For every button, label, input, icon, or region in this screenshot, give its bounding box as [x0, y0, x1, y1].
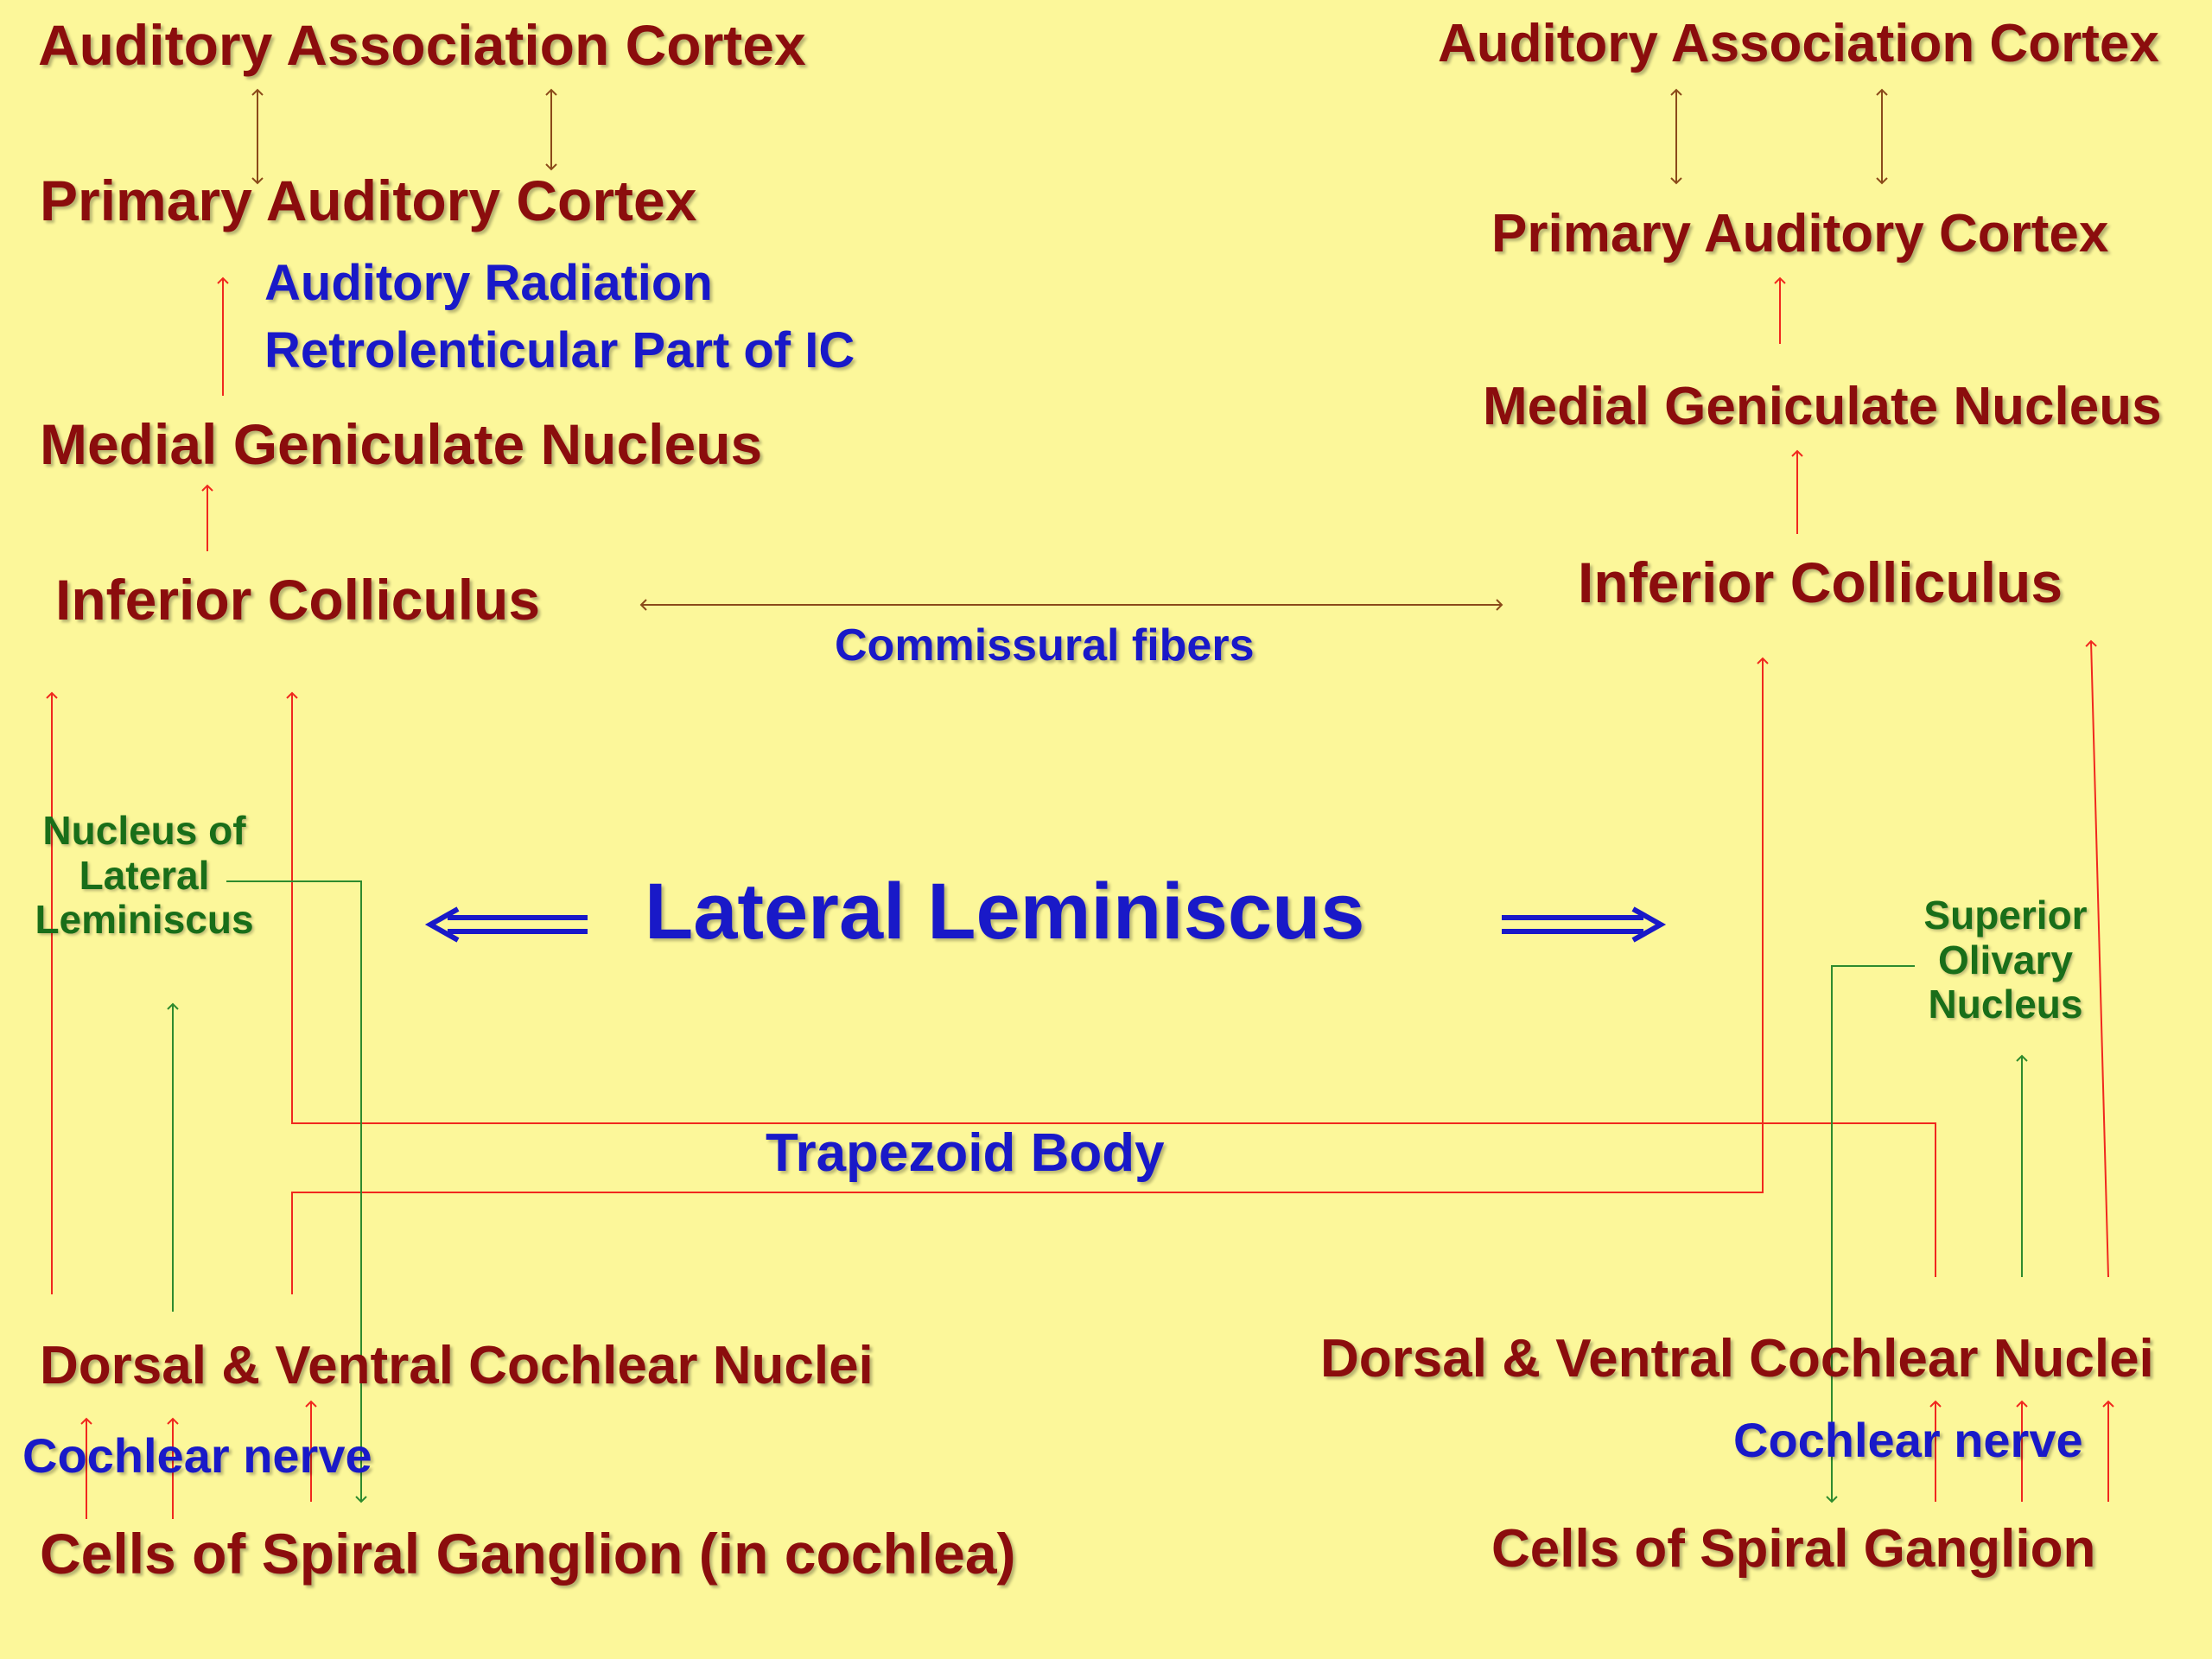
lateral-lemniscus-label: Lateral Leminiscus [645, 868, 1365, 956]
right-spiral-ganglion-label: Cells of Spiral Ganglion [1491, 1519, 2096, 1579]
left-medial-geniculate-label: Medial Geniculate Nucleus [40, 412, 763, 476]
left-nucleus-ll-efferent [226, 880, 367, 1503]
left-auditory-radiation-label: Auditory Radiation [264, 255, 713, 311]
right-cochlear-nerve-label: Cochlear nerve [1733, 1413, 2083, 1467]
nucleus-ll-line-1: Nucleus of [42, 808, 246, 853]
nucleus-ll-line-2: Lateral [79, 852, 210, 898]
left-inferior-colliculus-label: Inferior Colliculus [55, 568, 541, 632]
lemniscus-left-arrow [424, 906, 588, 943]
trapezoid-body-label: Trapezoid Body [766, 1123, 1165, 1183]
lemniscus-right-arrow [1502, 906, 1667, 943]
superior-olivary-line-1: Superior [1923, 893, 2088, 938]
right-association-cortex-label: Auditory Association Cortex [1438, 14, 2159, 73]
trapezoid-crossing-to-right [291, 657, 1769, 1294]
left-nucleus-lateral-lemniscus-label: Nucleus of Lateral Leminiscus [19, 808, 270, 943]
left-retrolenticular-label: Retrolenticular Part of IC [264, 322, 855, 378]
nucleus-ll-line-3: Leminiscus [35, 897, 254, 943]
left-association-cortex-label: Auditory Association Cortex [38, 13, 806, 77]
left-cochlear-nuclei-label: Dorsal & Ventral Cochlear Nuclei [40, 1336, 874, 1395]
left-cochlear-nerve-label: Cochlear nerve [22, 1428, 372, 1483]
left-primary-cortex-label: Primary Auditory Cortex [40, 168, 697, 232]
superior-olivary-line-3: Nucleus [1928, 982, 2083, 1027]
right-cochlear-nuclei-label: Dorsal & Ventral Cochlear Nuclei [1320, 1329, 2154, 1389]
right-olivary-efferent [1826, 965, 1915, 1503]
trapezoid-crossing-to-left [286, 691, 1936, 1277]
superior-olivary-line-2: Olivary [1938, 937, 2073, 982]
right-superior-olivary-label: Superior Olivary Nucleus [1880, 893, 2131, 1027]
right-ipsilateral-tract [2085, 639, 2109, 1278]
right-primary-cortex-label: Primary Auditory Cortex [1491, 204, 2109, 264]
right-medial-geniculate-label: Medial Geniculate Nucleus [1483, 377, 2162, 436]
right-inferior-colliculus-label: Inferior Colliculus [1578, 550, 2063, 614]
left-spiral-ganglion-label: Cells of Spiral Ganglion (in cochlea) [40, 1522, 1016, 1586]
commissural-fibers-label: Commissural fibers [835, 620, 1255, 671]
